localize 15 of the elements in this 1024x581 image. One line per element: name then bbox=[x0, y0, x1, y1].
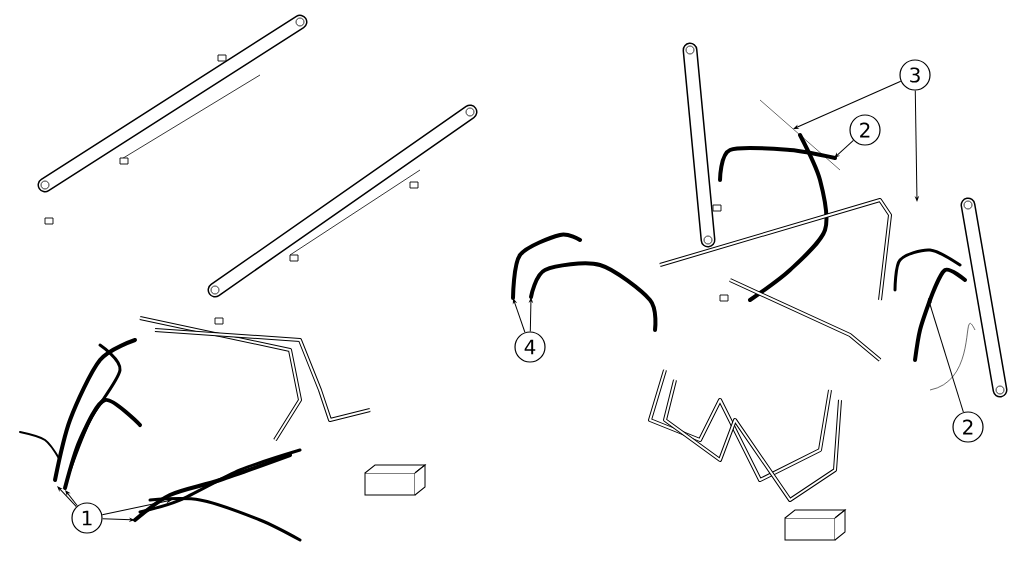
leader-line bbox=[512, 298, 526, 333]
callout-number: 2 bbox=[952, 411, 984, 443]
leader-line bbox=[914, 90, 919, 202]
callout-number: 3 bbox=[899, 59, 931, 91]
leader-line bbox=[529, 297, 533, 332]
leader-line bbox=[101, 499, 172, 516]
leader-line bbox=[793, 80, 902, 129]
leader-line bbox=[834, 139, 854, 158]
leader-line bbox=[57, 486, 77, 508]
callout-number: 4 bbox=[514, 331, 546, 363]
leader-line bbox=[65, 490, 78, 507]
callout-number: 1 bbox=[71, 502, 103, 534]
callout-number: 2 bbox=[849, 114, 881, 146]
leader-line bbox=[102, 518, 135, 522]
leader-line bbox=[927, 298, 964, 413]
